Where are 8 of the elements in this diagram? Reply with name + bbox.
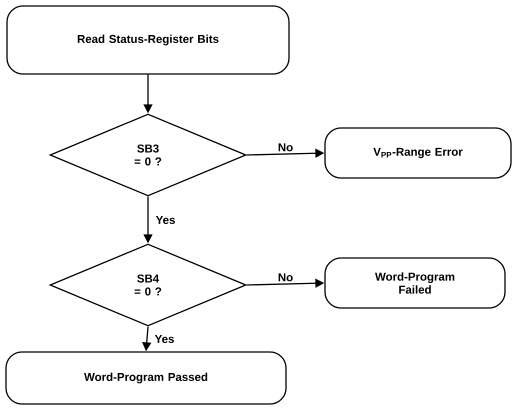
terminal-box: V$_{PP}$-Range Error	[324, 127, 512, 179]
edge-label: No	[278, 143, 293, 152]
edge-label: No	[278, 273, 293, 282]
edge-label: Yes	[154, 335, 174, 343]
edge-label: Yes	[156, 216, 175, 224]
terminal-box: Word-Program Passed	[5, 351, 287, 405]
terminal-box: Word-Program Failed	[324, 257, 506, 309]
terminal-box: Read Status-Register Bits	[6, 5, 290, 75]
